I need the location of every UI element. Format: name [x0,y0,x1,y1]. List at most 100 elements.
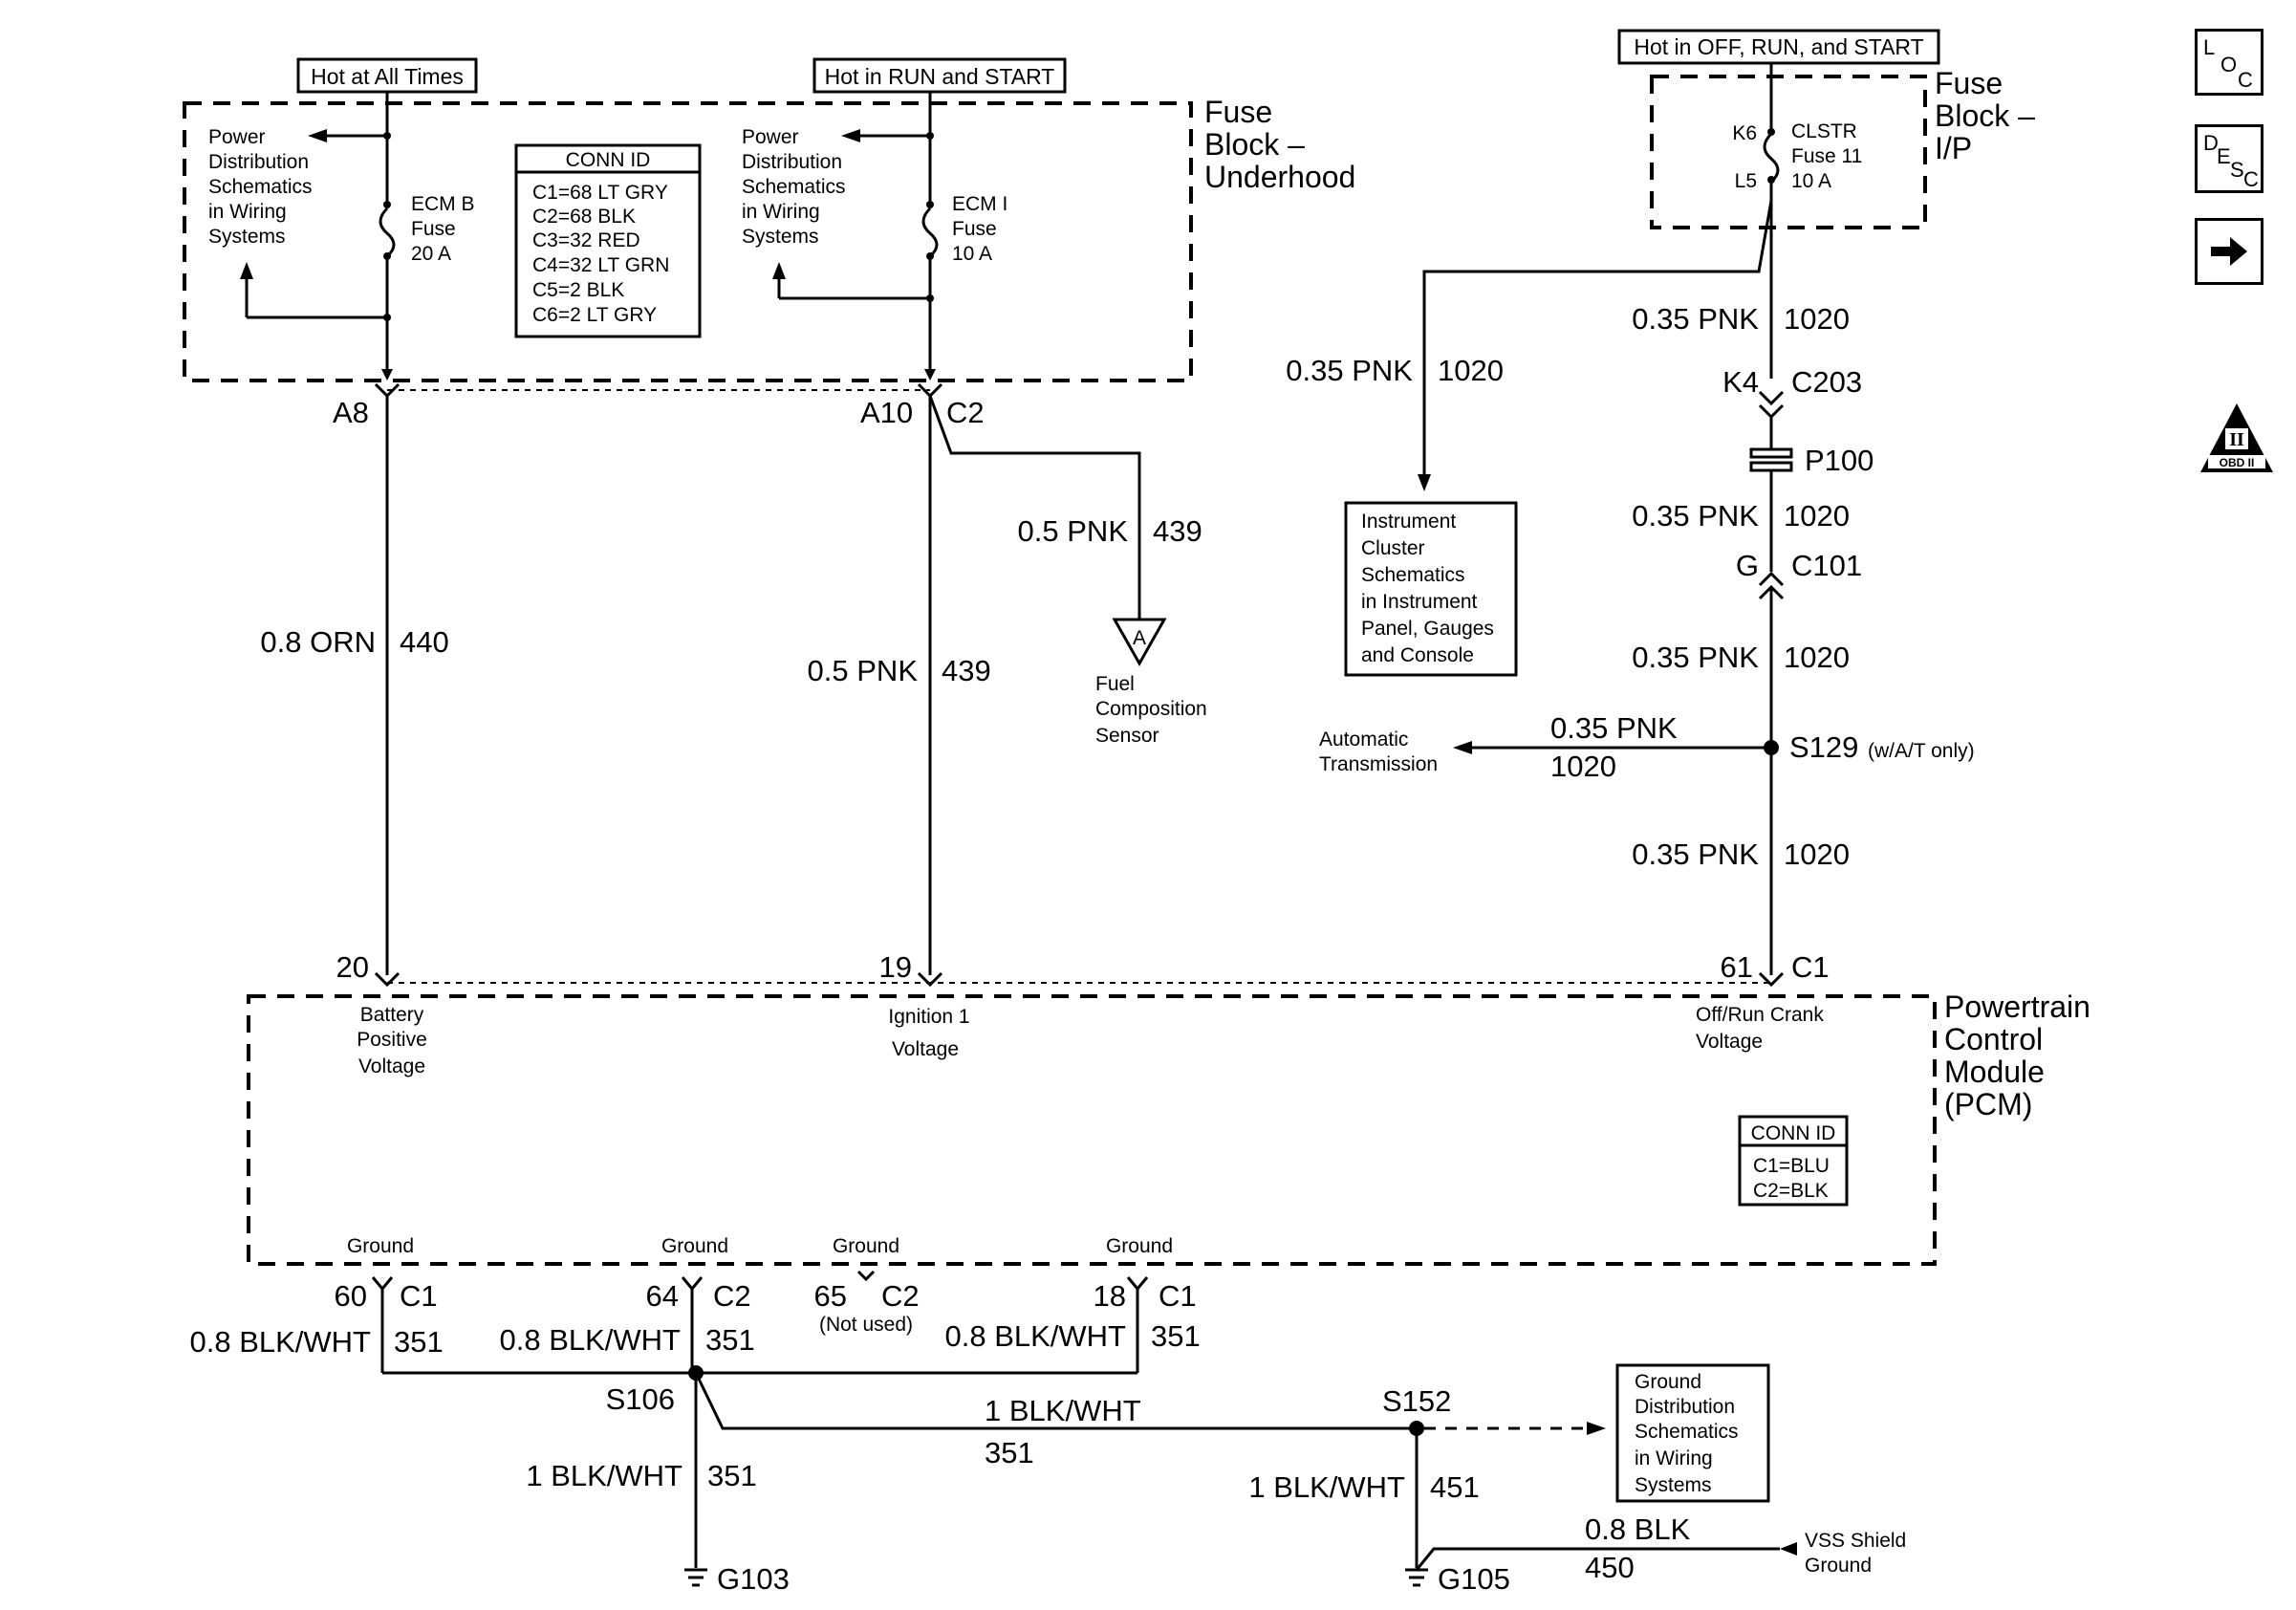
pcm-pin-19: 19 [879,950,912,984]
pcm-pin-60: 60 [335,1279,367,1313]
hot-off-run-start-box [1617,29,1940,65]
pds-text-right: Power Distribution Schematics in Wiring … [742,126,846,248]
desc-button[interactable]: D E S C [2195,124,2264,193]
fuse-block-ip-title-1: Fuse [1935,66,2003,100]
pcm-title-2: Control [1944,1022,2043,1056]
pcm-not-used: (Not used) [819,1314,913,1336]
fuel-sensor-ref-triangle [1112,618,1167,667]
svg-text:ECM I: ECM I [952,193,1007,215]
conn-id-pcm: CONN ID C1=BLU C2=BLK [1738,1115,1849,1207]
svg-text:in Instrument: in Instrument [1361,591,1478,613]
right-arrow-icon [2211,237,2247,266]
wire-351-60-color: 0.8 BLK/WHT [190,1325,372,1359]
wire-1020-c-circuit: 1020 [1784,641,1850,674]
svg-text:VSS Shield: VSS Shield [1805,1530,1906,1552]
wire-440-color: 0.8 ORN [260,625,376,659]
pcm-offrun-voltage-label: Off/Run Crank Voltage [1696,1004,1824,1053]
svg-text:ECM B: ECM B [411,193,475,215]
svg-text:C4=32 LT GRN: C4=32 LT GRN [532,254,669,276]
svg-text:Off/Run Crank: Off/Run Crank [1696,1004,1824,1026]
connector-c2-top: C2 [946,396,985,429]
fuse-ip-l5: L5 [1735,170,1757,192]
wire-440-circuit: 440 [400,625,449,659]
wire-1020-c-color: 0.35 PNK [1632,641,1759,674]
svg-text:Voltage: Voltage [358,1055,425,1077]
pcm-ignition-voltage-label: Ignition 1 Voltage [888,1006,969,1060]
svg-text:Schematics: Schematics [208,176,313,198]
fuse-block-underhood-outline [183,101,1193,382]
svg-text:OBD II: OBD II [2220,456,2255,469]
fuel-sensor-ref-letter: A [1133,627,1146,649]
wire-451-circuit: 451 [1430,1470,1480,1504]
desc-letter-d: D [2203,131,2219,155]
pcm-pin-64: 64 [646,1279,679,1313]
hot-at-all-times-label: Hot at All Times [311,64,464,89]
desc-letter-c: C [2243,167,2259,191]
wire-1020-d-circuit: 1020 [1784,838,1850,871]
wire-351-64-color: 0.8 BLK/WHT [500,1323,682,1357]
svg-text:Fuse: Fuse [411,218,456,240]
connector-p100: P100 [1805,444,1874,477]
svg-text:Fuse 11: Fuse 11 [1791,145,1862,167]
svg-text:C2=BLK: C2=BLK [1753,1180,1829,1202]
pcm-title-3: Module [1944,1055,2045,1089]
wire-1020-a-circuit: 1020 [1784,302,1850,336]
ecm-i-fuse-label: ECM I Fuse 10 A [952,193,1007,265]
svg-text:in Wiring: in Wiring [1635,1447,1713,1469]
splice-s129-label: S129 [1789,730,1858,764]
svg-text:CONN ID: CONN ID [566,149,651,171]
loc-button[interactable]: L O C [2195,29,2264,96]
svg-text:in Wiring: in Wiring [742,201,820,223]
svg-text:and Console: and Console [1361,644,1474,666]
svg-text:Voltage: Voltage [892,1038,959,1060]
connector-c203: C203 [1791,365,1862,399]
svg-text:Composition: Composition [1095,698,1207,720]
ground-g103-icon [684,1568,707,1587]
svg-text:CLSTR: CLSTR [1791,120,1857,142]
wire-450-color: 0.8 BLK [1585,1512,1691,1546]
automatic-transmission-label: Automatic Transmission [1319,729,1438,775]
connector-g: G [1736,549,1759,582]
wire-1020-at-color: 0.35 PNK [1550,711,1678,745]
connector-c101: C101 [1791,549,1862,582]
wire-439-branch-color: 0.5 PNK [1018,514,1129,548]
connector-a8: A8 [333,396,369,429]
p100-grommet-icon [1749,447,1793,472]
next-page-button[interactable] [2195,218,2264,285]
loc-letter-c: C [2238,68,2253,92]
instrument-cluster-box: Instrument Cluster Schematics in Instrum… [1344,501,1518,677]
pcm-c1-top: C1 [1791,950,1830,984]
wire-351-s152-color: 1 BLK/WHT [985,1394,1141,1427]
pcm-c1-18: C1 [1159,1279,1197,1313]
arrow-left-icon-3 [1453,741,1472,754]
fuse-ecm-i-symbol [921,207,939,258]
arrow-up-icon-2 [772,262,786,279]
wire-351-g103-color: 1 BLK/WHT [526,1459,682,1492]
fuse-block-ip-outline [1650,75,1927,229]
pcm-outline [247,994,1937,1266]
conn-id-underhood: CONN ID C1=68 LT GRY C2=68 BLK C3=32 RED… [514,143,702,338]
pcm-battery-voltage-label: Battery Positive Voltage [357,1004,427,1077]
svg-text:Panel, Gauges: Panel, Gauges [1361,618,1494,640]
pcm-title-1: Powertrain [1944,990,2090,1024]
svg-text:C5=2 BLK: C5=2 BLK [532,279,624,301]
pcm-c2-64: C2 [713,1279,751,1313]
arrow-left-icon-2 [841,129,860,142]
svg-text:Distribution: Distribution [1635,1396,1735,1418]
pcm-ground-60: Ground [347,1235,414,1257]
svg-text:Instrument: Instrument [1361,511,1456,533]
wire-1020-b-circuit: 1020 [1784,499,1850,533]
svg-text:Ground: Ground [1635,1371,1701,1393]
svg-text:Schematics: Schematics [742,176,846,198]
fuse-block-underhood-title-1: Fuse [1204,95,1272,129]
pcm-ground-64: Ground [661,1235,728,1257]
wire-1020-a-color: 0.35 PNK [1632,302,1759,336]
arrow-down-icon [1418,474,1431,491]
svg-text:Positive: Positive [357,1029,427,1051]
svg-text:Schematics: Schematics [1361,564,1465,586]
arrow-head-vss [1780,1542,1797,1556]
svg-text:Battery: Battery [360,1004,424,1026]
fuse-block-ip-title-3: I/P [1935,131,1972,165]
wire-351-64-circuit: 351 [705,1323,755,1357]
arrow-left-icon [308,129,327,142]
